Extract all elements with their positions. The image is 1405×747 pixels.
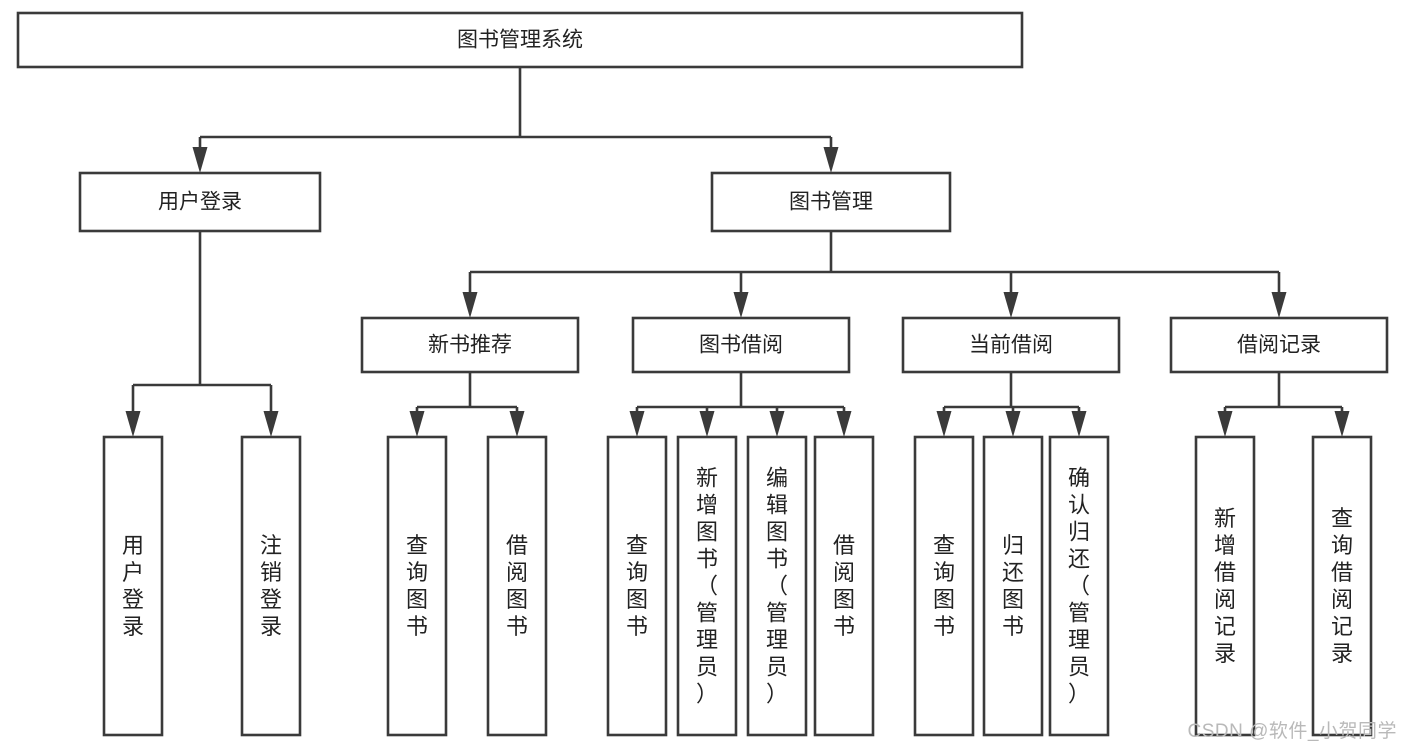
connector-layer [125,67,1350,437]
node-user-login[interactable]: 用户登录 [78,171,322,233]
node-label-leaf-edit-book: 编辑图书（管理员） [766,466,788,707]
node-label-leaf-user-logout: 注销登录 [260,533,282,639]
node-box-leaf-user-logout[interactable] [240,435,302,737]
csdn-watermark: CSDN @软件_小贺同学 [1187,721,1397,742]
arrow-head-icon [1271,292,1287,318]
connector-group-new-book-recommend [409,372,525,437]
arrow-head-icon [125,411,141,437]
arrow-head-icon [769,411,785,437]
node-box-leaf-query-borrow-record[interactable] [1311,435,1373,737]
node-label-new-book-recommend: 新书推荐 [428,334,512,357]
connector-group-current-borrow [936,372,1087,437]
node-label-leaf-borrow-book: 借阅图书 [833,533,855,639]
node-leaf-query-book-recommend[interactable]: 查询图书 [386,435,448,737]
node-leaf-edit-book[interactable]: 编辑图书（管理员） [746,435,808,737]
arrow-head-icon [263,411,279,437]
arrow-head-icon [1334,411,1350,437]
node-leaf-user-logout[interactable]: 注销登录 [240,435,302,737]
node-label-leaf-query-book-recommend: 查询图书 [406,533,428,639]
node-label-book-borrow: 图书借阅 [699,334,783,357]
node-box-leaf-borrow-book-recommend[interactable] [486,435,548,737]
node-label-leaf-add-book: 新增图书（管理员） [696,466,718,707]
node-box-current-borrow[interactable] [901,316,1121,374]
node-leaf-confirm-return[interactable]: 确认归还（管理员） [1048,435,1110,737]
node-label-leaf-return-book: 归还图书 [1002,533,1024,639]
node-box-leaf-borrow-book[interactable] [813,435,875,737]
node-box-book-management[interactable] [710,171,952,233]
node-box-root[interactable] [16,11,1024,69]
connector-group-user-login [125,231,279,437]
connector-group-borrow-record [1217,372,1350,437]
arrow-head-icon [823,147,839,173]
node-current-borrow[interactable]: 当前借阅 [901,316,1121,374]
node-layer: 图书管理系统用户登录图书管理新书推荐图书借阅当前借阅借阅记录用户登录注销登录查询… [16,11,1389,737]
connector-group-book-management [462,231,1287,318]
arrow-head-icon [836,411,852,437]
node-borrow-record[interactable]: 借阅记录 [1169,316,1389,374]
node-box-borrow-record[interactable] [1169,316,1389,374]
node-box-leaf-edit-book[interactable] [746,435,808,737]
node-box-leaf-add-book[interactable] [676,435,738,737]
node-label-current-borrow: 当前借阅 [969,334,1053,357]
arrow-head-icon [192,147,208,173]
node-box-book-borrow[interactable] [631,316,851,374]
node-label-root: 图书管理系统 [457,29,583,52]
node-label-leaf-confirm-return: 确认归还（管理员） [1068,466,1090,707]
node-label-borrow-record: 借阅记录 [1237,334,1321,357]
node-box-leaf-query-book-current[interactable] [913,435,975,737]
node-label-leaf-add-borrow-record: 新增借阅记录 [1214,506,1236,666]
arrow-head-icon [733,292,749,318]
node-label-book-management: 图书管理 [789,191,873,214]
arrow-head-icon [936,411,952,437]
arrow-head-icon [409,411,425,437]
node-leaf-return-book[interactable]: 归还图书 [982,435,1044,737]
arrow-head-icon [699,411,715,437]
node-label-user-login: 用户登录 [158,191,242,214]
node-box-new-book-recommend[interactable] [360,316,580,374]
node-label-leaf-query-book-borrow: 查询图书 [626,533,648,639]
node-box-leaf-return-book[interactable] [982,435,1044,737]
arrow-head-icon [462,292,478,318]
node-leaf-add-book[interactable]: 新增图书（管理员） [676,435,738,737]
node-box-leaf-query-book-borrow[interactable] [606,435,668,737]
node-leaf-query-borrow-record[interactable]: 查询借阅记录 [1311,435,1373,737]
node-leaf-borrow-book[interactable]: 借阅图书 [813,435,875,737]
node-book-borrow[interactable]: 图书借阅 [631,316,851,374]
node-new-book-recommend[interactable]: 新书推荐 [360,316,580,374]
arrow-head-icon [1005,411,1021,437]
arrow-head-icon [1071,411,1087,437]
node-label-leaf-query-book-current: 查询图书 [933,533,955,639]
node-box-leaf-user-login[interactable] [102,435,164,737]
arrow-head-icon [1217,411,1233,437]
node-leaf-query-book-current[interactable]: 查询图书 [913,435,975,737]
node-book-management[interactable]: 图书管理 [710,171,952,233]
node-leaf-user-login[interactable]: 用户登录 [102,435,164,737]
node-label-leaf-query-borrow-record: 查询借阅记录 [1331,506,1353,666]
node-box-leaf-add-borrow-record[interactable] [1194,435,1256,737]
node-box-leaf-query-book-recommend[interactable] [386,435,448,737]
node-leaf-borrow-book-recommend[interactable]: 借阅图书 [486,435,548,737]
node-leaf-add-borrow-record[interactable]: 新增借阅记录 [1194,435,1256,737]
node-box-leaf-confirm-return[interactable] [1048,435,1110,737]
arrow-head-icon [1003,292,1019,318]
node-label-leaf-borrow-book-recommend: 借阅图书 [506,533,528,639]
connector-group-root [192,67,839,173]
node-box-user-login[interactable] [78,171,322,233]
node-label-leaf-user-login: 用户登录 [122,533,144,639]
arrow-head-icon [509,411,525,437]
node-root[interactable]: 图书管理系统 [16,11,1024,69]
connector-group-book-borrow [629,372,852,437]
arrow-head-icon [629,411,645,437]
node-leaf-query-book-borrow[interactable]: 查询图书 [606,435,668,737]
